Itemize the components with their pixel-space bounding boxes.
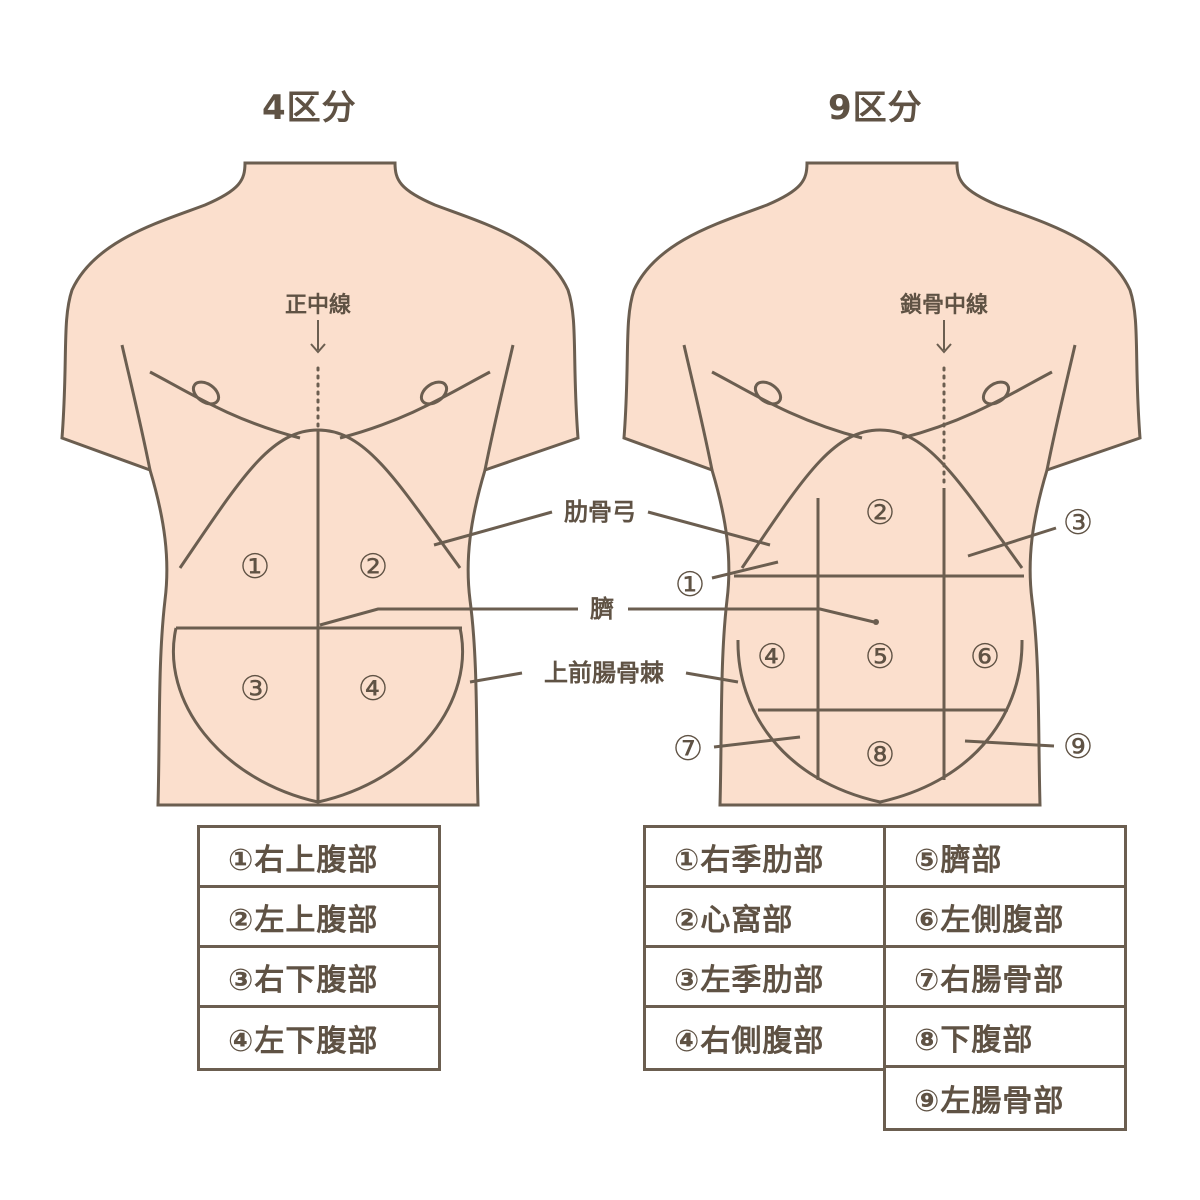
region9-number-3: ③ — [1063, 503, 1093, 543]
midline-label: 正中線 — [285, 292, 351, 318]
region9-number-8: ⑧ — [865, 735, 895, 775]
region9-number-4: ④ — [757, 637, 787, 677]
region9-number-7: ⑦ — [673, 729, 703, 769]
region9-number-1: ① — [675, 565, 705, 605]
abdomen-diagram: 正中線 ① ② ③ ④ 鎖骨中線 ② ④ ⑤ ⑥ ⑧ ① ③ ⑦ ⑨ 肋骨弓 — [60, 161, 1142, 807]
torso-right: 鎖骨中線 ② ④ ⑤ ⑥ ⑧ — [622, 161, 1142, 807]
title-4-regions: 4区分 — [262, 88, 357, 128]
legend-9-item-3: ③左季肋部 — [643, 945, 886, 1008]
region9-number-2: ② — [865, 493, 895, 533]
legend-9-item-4: ④右側腹部 — [643, 1005, 886, 1071]
legend-4-item-1: ①右上腹部 — [197, 825, 441, 888]
legend-9-item-9: ⑨左腸骨部 — [883, 1065, 1127, 1131]
region9-number-5: ⑤ — [865, 637, 895, 677]
costal-arch-label: 肋骨弓 — [564, 498, 636, 526]
legend-9-item-8: ⑧下腹部 — [883, 1005, 1127, 1068]
legend-9-item-1: ①右季肋部 — [643, 825, 886, 888]
legend-4-item-2: ②左上腹部 — [197, 885, 441, 948]
region-number-4: ④ — [358, 669, 388, 709]
torso-left: 正中線 ① ② ③ ④ — [60, 161, 580, 807]
navel-label: 臍 — [589, 595, 614, 623]
region9-number-9: ⑨ — [1063, 727, 1093, 767]
legend-4-regions: ①右上腹部 ②左上腹部 ③右下腹部 ④左下腹部 — [197, 825, 441, 1071]
region-number-1: ① — [240, 547, 270, 587]
title-9-regions: 9区分 — [828, 88, 923, 128]
region-number-2: ② — [358, 547, 388, 587]
legend-4-item-3: ③右下腹部 — [197, 945, 441, 1008]
legend-9-regions: ①右季肋部 ②心窩部 ③左季肋部 ④右側腹部 ⑤臍部 ⑥左側腹部 ⑦右腸骨部 ⑧… — [643, 825, 1127, 1131]
asis-label: 上前腸骨棘 — [544, 659, 665, 687]
region-number-3: ③ — [240, 669, 270, 709]
legend-4-item-4: ④左下腹部 — [197, 1005, 441, 1071]
legend-9-item-2: ②心窩部 — [643, 885, 886, 948]
region9-number-6: ⑥ — [970, 637, 1000, 677]
legend-9-item-7: ⑦右腸骨部 — [883, 945, 1127, 1008]
mcl-label: 鎖骨中線 — [900, 292, 988, 318]
legend-9-item-6: ⑥左側腹部 — [883, 885, 1127, 948]
legend-9-item-5: ⑤臍部 — [883, 825, 1127, 888]
